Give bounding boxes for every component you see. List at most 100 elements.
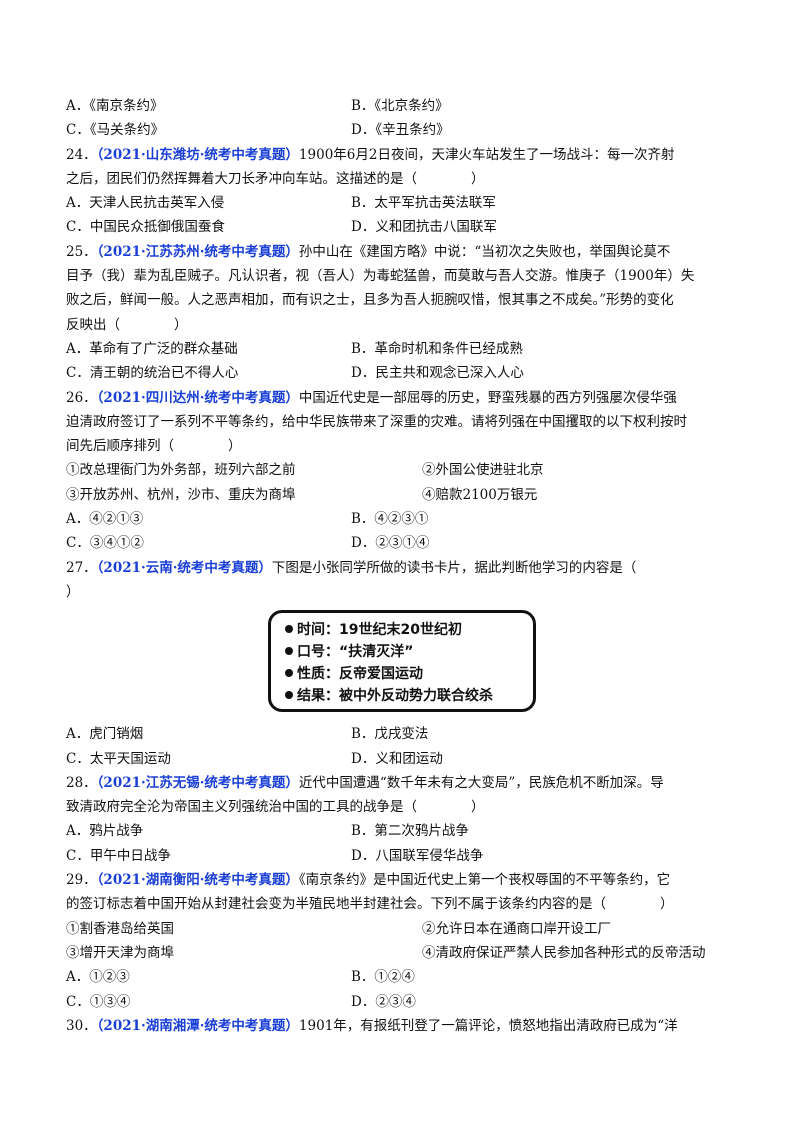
q26-items-row-1: ①改总理衙门为外务部，班列六部之前 ②外国公使进驻北京: [66, 458, 736, 482]
question-page: A．《南京条约》 B．《北京条约》 C．《马关条约》 D．《辛丑条约》 24．（…: [66, 94, 736, 1038]
q28-option-b[interactable]: B．第二次鸦片战争: [351, 823, 469, 840]
q28-number: 28．: [66, 774, 97, 791]
q26-options-row-1: A．④②①③ B．④②③①: [66, 507, 736, 531]
q25-option-a[interactable]: A．革命有了广泛的群众基础: [66, 340, 238, 357]
q29-option-b[interactable]: B．①②④: [351, 969, 415, 986]
q25-options-row-2: C．清王朝的统治已不得人心 D．民主共和观念已深入人心: [66, 361, 736, 385]
q27-stem-line-2: ）: [66, 583, 80, 600]
q24-option-a[interactable]: A．天津人民抗击英军入侵: [66, 195, 225, 212]
card-line-nature: 性质：反帝爱国运动: [285, 663, 533, 685]
q26-stem-text-1: 中国近代史是一部屈辱的历史，野蛮残暴的西方列强屡次侵华强: [298, 389, 677, 406]
q30-stem-line-1: 30．（2021·湖南湘潭·统考中考真题）1901年，有报纸刊登了一篇评论，愤怒…: [66, 1014, 736, 1038]
q28-option-c[interactable]: C．甲午中日战争: [66, 847, 171, 864]
q23-options-row-1: A．《南京条约》 B．《北京条约》: [66, 94, 736, 118]
q27-number: 27．: [66, 559, 97, 576]
q23-option-a[interactable]: A．《南京条约》: [66, 98, 164, 114]
q29-item-3: ③增开天津为商埠: [66, 944, 174, 961]
q25-stem-text-1: 孙中山在《建国方略》中说：“当初次之失败也，举国舆论莫不: [298, 243, 671, 260]
card-line-slogan: 口号：“扶清灭洋”: [285, 641, 533, 663]
q25-source: （2021·江苏苏州·统考中考真题）: [96, 243, 299, 260]
q24-option-c[interactable]: C．中国民众抵御俄国蚕食: [66, 219, 225, 236]
q26-option-b[interactable]: B．④②③①: [351, 511, 429, 528]
q26-stem-line-2: 迫清政府签订了一系列不平等条约，给中华民族带来了深重的灾难。请将列强在中国攫取的…: [66, 413, 687, 430]
q29-option-d[interactable]: D．②③④: [351, 993, 416, 1010]
q25-stem-line-3: 败之后，鲜闻一般。人之恶声相加，而有识之士，且多为吾人扼腕叹惜，恨其事之不成矣。…: [66, 292, 674, 309]
q26-item-1: ①改总理衙门为外务部，班列六部之前: [66, 462, 296, 479]
bullet-icon: [285, 669, 293, 678]
q23-option-b[interactable]: B．《北京条约》: [351, 98, 449, 114]
reading-card: 时间：19世纪末20世纪初 口号：“扶清灭洋” 性质：反帝爱国运动 结果：被中外…: [268, 610, 536, 713]
q30-number: 30．: [66, 1017, 97, 1034]
q26-items-row-2: ③开放苏州、杭州，沙市、重庆为商埠 ④赔款2100万银元: [66, 483, 736, 507]
q27-option-a[interactable]: A．虎门销烟: [66, 726, 144, 743]
q26-item-4: ④赔款2100万银元: [422, 486, 538, 503]
q29-options-row-1: A．①②③ B．①②④: [66, 965, 736, 989]
q29-item-4: ④清政府保证严禁人民参加各种形式的反帝活动: [422, 944, 706, 961]
q24-stem-line-2: 之后，团民们仍然挥舞着大刀长矛冲向车站。这描述的是（ ）: [66, 170, 485, 187]
card-text-time: 时间：19世纪末20世纪初: [297, 622, 462, 639]
reading-card-figure: 时间：19世纪末20世纪初 口号：“扶清灭洋” 性质：反帝爱国运动 结果：被中外…: [66, 604, 736, 722]
q23-option-c[interactable]: C．《马关条约》: [66, 122, 165, 139]
q24-option-d[interactable]: D．义和团抗击八国联军: [351, 219, 497, 236]
q27-options-row-1: A．虎门销烟 B．戊戌变法: [66, 722, 736, 746]
q29-items-row-2: ③增开天津为商埠 ④清政府保证严禁人民参加各种形式的反帝活动: [66, 941, 736, 965]
q28-option-d[interactable]: D．八国联军侵华战争: [351, 847, 484, 864]
q26-item-3: ③开放苏州、杭州，沙市、重庆为商埠: [66, 486, 296, 503]
q25-stem-line-1: 25．（2021·江苏苏州·统考中考真题）孙中山在《建国方略》中说：“当初次之失…: [66, 240, 736, 264]
q25-option-b[interactable]: B．革命时机和条件已经成熟: [351, 340, 523, 357]
q24-option-b[interactable]: B．太平军抗击英法联军: [351, 195, 496, 212]
q24-number: 24．: [66, 146, 97, 163]
q29-option-a[interactable]: A．①②③: [66, 969, 130, 986]
q26-option-d[interactable]: D．②③①④: [351, 535, 430, 552]
q24-options-row-1: A．天津人民抗击英军入侵 B．太平军抗击英法联军: [66, 191, 736, 215]
q25-stem-line-2: 目予（我）辈为乱臣贼子。凡认识者，视（吾人）为毒蛇猛兽，而莫敢与吾人交游。惟庚子…: [66, 268, 695, 285]
q27-source: （2021·云南·统考中考真题）: [96, 559, 272, 576]
card-line-result: 结果：被中外反动势力联合绞杀: [285, 685, 533, 707]
q29-stem-line-1: 29．（2021·湖南衡阳·统考中考真题）《南京条约》是中国近代史上第一个丧权辱…: [66, 868, 736, 892]
q26-stem-line-1: 26．（2021·四川达州·统考中考真题）中国近代史是一部屈辱的历史，野蛮残暴的…: [66, 386, 736, 410]
q26-stem-line-3: 间先后顺序排列（ ）: [66, 438, 242, 455]
q29-options-row-2: C．①③④ D．②③④: [66, 990, 736, 1014]
q26-options-row-2: C．③④①② D．②③①④: [66, 531, 736, 555]
q28-stem-text-1: 近代中国遭遇“数千年未有之大变局”，民族危机不断加深。导: [298, 774, 664, 791]
q28-options-row-1: A．鸦片战争 B．第二次鸦片战争: [66, 819, 736, 843]
q27-option-d[interactable]: D．义和团运动: [351, 750, 443, 767]
q27-options-row-2: C．太平天国运动 D．义和团运动: [66, 747, 736, 771]
q27-stem-line-1: 27．（2021·云南·统考中考真题）下图是小张同学所做的读书卡片，据此判断他学…: [66, 556, 736, 580]
q30-stem-text-1: 1901年，有报纸刊登了一篇评论，愤怒地指出清政府已成为“洋: [298, 1017, 678, 1034]
q25-option-d[interactable]: D．民主共和观念已深入人心: [351, 365, 524, 382]
q25-number: 25．: [66, 243, 97, 260]
q29-option-c[interactable]: C．①③④: [66, 993, 131, 1010]
q29-number: 29．: [66, 872, 97, 889]
q28-options-row-2: C．甲午中日战争 D．八国联军侵华战争: [66, 844, 736, 868]
q28-option-a[interactable]: A．鸦片战争: [66, 823, 144, 840]
q29-source: （2021·湖南衡阳·统考中考真题）: [96, 872, 299, 889]
bullet-icon: [285, 691, 293, 700]
q25-options-row-1: A．革命有了广泛的群众基础 B．革命时机和条件已经成熟: [66, 337, 736, 361]
q24-options-row-2: C．中国民众抵御俄国蚕食 D．义和团抗击八国联军: [66, 215, 736, 239]
q26-option-c[interactable]: C．③④①②: [66, 535, 144, 552]
q26-source: （2021·四川达州·统考中考真题）: [96, 389, 299, 406]
q25-option-c[interactable]: C．清王朝的统治已不得人心: [66, 365, 239, 382]
q30-source: （2021·湖南湘潭·统考中考真题）: [96, 1017, 299, 1034]
q24-source: （2021·山东潍坊·统考中考真题）: [96, 146, 299, 163]
q26-item-2: ②外国公使进驻北京: [422, 462, 544, 479]
card-text-nature: 性质：反帝爱国运动: [297, 666, 423, 683]
q29-items-row-1: ①割香港岛给英国 ②允许日本在通商口岸开设工厂: [66, 917, 736, 941]
q27-stem-text-1: 下图是小张同学所做的读书卡片，据此判断他学习的内容是（: [271, 559, 637, 576]
q26-option-a[interactable]: A．④②①③: [66, 511, 144, 528]
q23-option-d[interactable]: D．《辛丑条约》: [351, 122, 450, 139]
q26-number: 26．: [66, 389, 97, 406]
q24-stem-text-1: 1900年6月2日夜间，天津火车站发生了一场战斗：每一次齐射: [298, 146, 675, 163]
bullet-icon: [285, 647, 293, 656]
q24-stem-line-1: 24．（2021·山东潍坊·统考中考真题）1900年6月2日夜间，天津火车站发生…: [66, 143, 736, 167]
q28-source: （2021·江苏无锡·统考中考真题）: [96, 774, 299, 791]
q29-item-2: ②允许日本在通商口岸开设工厂: [422, 920, 611, 937]
q27-option-b[interactable]: B．戊戌变法: [351, 726, 429, 743]
card-text-slogan: 口号：“扶清灭洋”: [297, 644, 414, 661]
q28-stem-line-1: 28．（2021·江苏无锡·统考中考真题）近代中国遭遇“数千年未有之大变局”，民…: [66, 771, 736, 795]
q27-option-c[interactable]: C．太平天国运动: [66, 750, 171, 767]
q29-stem-text-1: 《南京条约》是中国近代史上第一个丧权辱国的不平等条约，它: [298, 872, 671, 889]
card-line-time: 时间：19世纪末20世纪初: [285, 619, 533, 641]
q23-options-row-2: C．《马关条约》 D．《辛丑条约》: [66, 118, 736, 142]
